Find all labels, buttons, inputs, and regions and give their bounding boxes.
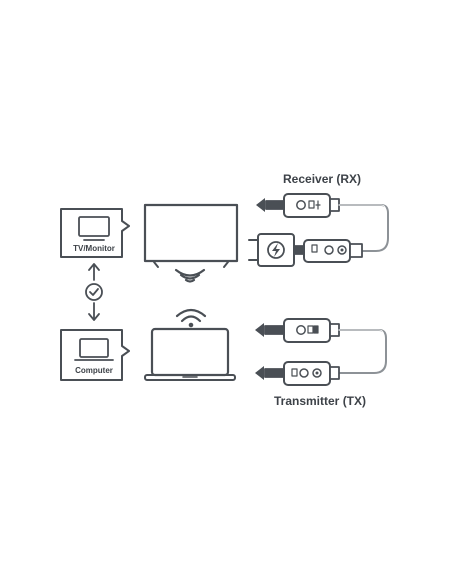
computer-callout	[60, 329, 130, 381]
transmitter-label: Transmitter (TX)	[274, 394, 367, 408]
tv-icon	[143, 203, 239, 268]
check-icon	[85, 283, 103, 301]
laptop-icon	[144, 327, 236, 381]
rx-usb-plug-top	[256, 193, 340, 218]
arrow-left-icon	[255, 323, 264, 337]
tv-monitor-callout	[60, 208, 130, 258]
power-adapter-icon	[248, 233, 305, 267]
laptop-small-icon	[74, 338, 114, 361]
tx-usb-plug-bottom	[255, 361, 340, 386]
receiver-label: Receiver (RX)	[283, 172, 362, 186]
arrow-left-icon	[256, 198, 265, 212]
connection-arrow	[85, 263, 103, 321]
lightning-icon	[272, 243, 280, 257]
tx-cable	[337, 329, 387, 374]
computer-label: Computer	[75, 366, 113, 375]
monitor-icon	[78, 216, 110, 241]
wifi-icon-tv	[174, 268, 206, 283]
tv-monitor-label: TV/Monitor	[73, 244, 115, 253]
arrow-left-icon	[255, 366, 264, 380]
tx-usb-plug-top	[255, 318, 340, 343]
rx-usb-plug-bottom	[303, 239, 363, 263]
wifi-icon-laptop	[175, 308, 207, 328]
